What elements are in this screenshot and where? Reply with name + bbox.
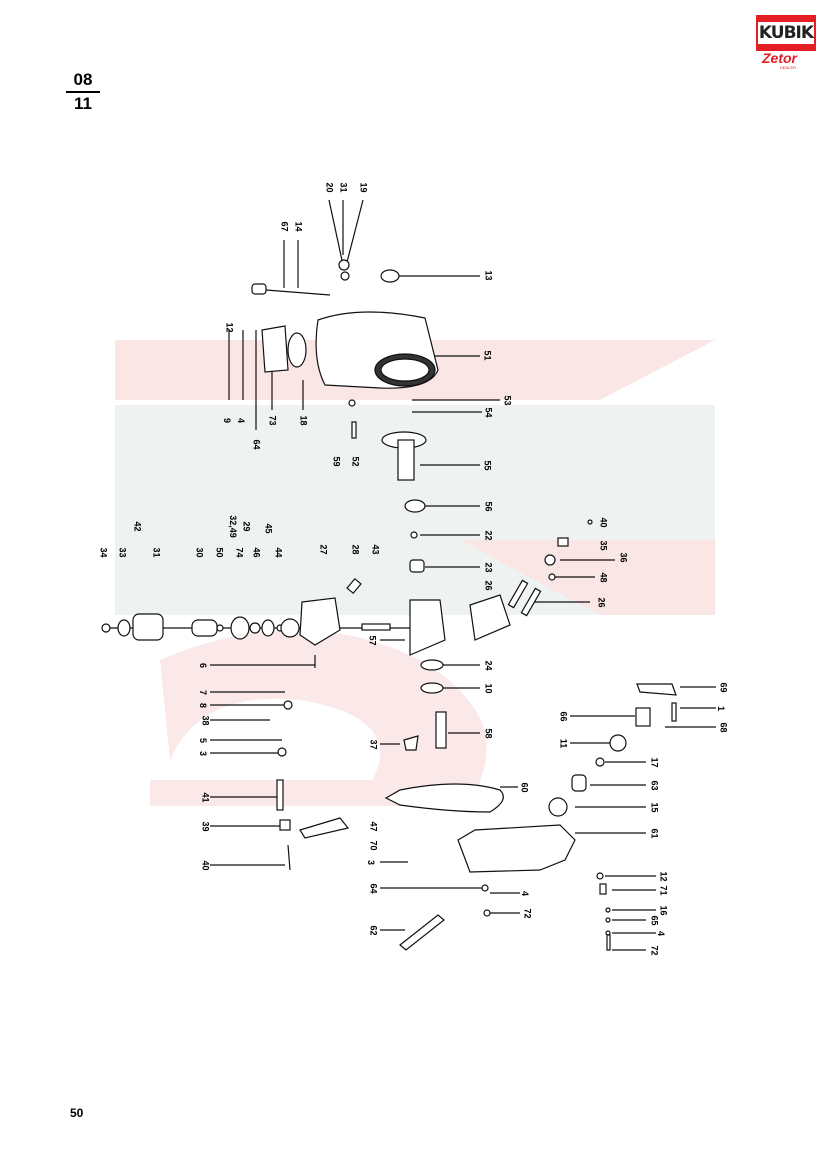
part-label: 12 [658,871,669,882]
part-label: 26 [483,580,494,591]
part-label: 72 [649,945,660,956]
part-label: 8 [198,702,209,709]
section-number: 08 11 [66,70,100,114]
part-label: 51 [482,350,493,361]
part-label: 74 [234,547,245,558]
part-label: 56 [483,501,494,512]
part-label: 38 [200,715,211,726]
part-label: 14 [293,221,304,232]
part-label: 41 [200,792,211,803]
part-label: 10 [483,683,494,694]
part-label: 22 [483,530,494,541]
logo-brand: KUBIK [758,22,814,44]
part-label: 62 [368,925,379,936]
part-label: 34 [98,547,109,558]
part-label: 65 [649,915,660,926]
part-label: 3 [366,859,377,866]
part-label: 64 [251,439,262,450]
part-label: 44 [273,547,284,558]
part-label: 64 [368,883,379,894]
part-label: 46 [251,547,262,558]
part-label: 1 [716,705,727,712]
part-label: 24 [483,660,494,671]
logo-dealer: DEALER [780,65,797,70]
part-label: 20 [324,182,335,193]
part-label: 6 [198,662,209,669]
part-label: 40 [598,517,609,528]
kubik-zetor-logo: KUBIK Zetor DEALER [756,15,816,70]
part-label: 63 [649,780,660,791]
part-label: 27 [318,544,329,555]
part-label: 58 [483,728,494,739]
part-label: 47 [368,821,379,832]
part-label: 45 [263,523,274,534]
part-label: 18 [298,415,309,426]
part-label: 37 [368,739,379,750]
part-label: 12 [224,322,235,333]
part-label: 55 [482,460,493,471]
part-label: 61 [649,828,660,839]
part-label: 13 [483,270,494,281]
part-label: 5 [198,737,209,744]
part-label: 26 [596,597,607,608]
part-label: 30 [194,547,205,558]
part-label: 19 [358,182,369,193]
part-label: 17 [649,757,660,768]
part-label: 39 [200,821,211,832]
part-label: 43 [370,544,381,555]
part-label: 60 [519,782,530,793]
part-label: 4 [520,890,531,897]
part-label: 11 [558,738,569,749]
page-number: 50 [70,1106,84,1120]
part-label: 50 [214,547,225,558]
part-label: 71 [658,885,669,896]
section-group: 08 [73,70,93,89]
section-subgroup: 11 [74,94,92,113]
part-label: 28 [350,544,361,555]
part-label: 36 [618,552,629,563]
part-label: 42 [132,521,143,532]
part-label: 48 [598,572,609,583]
part-label: 68 [718,722,729,733]
part-label: 67 [279,221,290,232]
part-label: 9 [222,417,233,424]
part-label: 59 [331,456,342,467]
part-label: 72 [522,908,533,919]
part-label: 15 [649,802,660,813]
part-label: 31 [338,182,349,193]
part-label: 40 [200,860,211,871]
part-label: 4 [656,930,667,937]
part-label: 4 [236,417,247,424]
part-label: 69 [718,682,729,693]
logo-sub: Zetor [762,50,797,66]
leader-lines [110,199,716,951]
part-label: 7 [198,689,209,696]
part-shapes [101,259,677,951]
part-label: 70 [368,840,379,851]
part-label: 33 [117,547,128,558]
part-label: 66 [558,711,569,722]
part-label: 73 [267,415,278,426]
part-label: 53 [502,395,513,406]
part-label: 57 [367,635,378,646]
part-label: 35 [598,540,609,551]
part-label: 29 [241,521,252,532]
part-label: 32,49 [227,515,238,538]
part-label: 16 [658,905,669,916]
section-divider [66,91,100,93]
part-label: 31 [151,547,162,558]
part-label: 52 [350,456,361,467]
part-label: 23 [483,562,494,573]
part-label: 3 [198,750,209,757]
part-label: 54 [483,407,494,418]
